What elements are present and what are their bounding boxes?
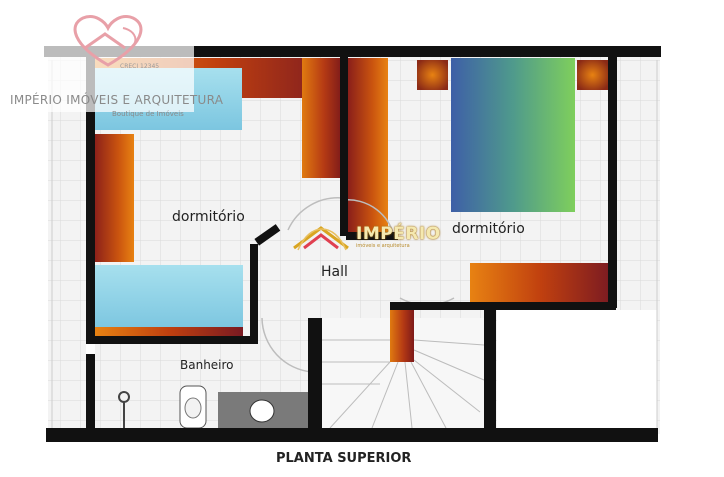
heart-house-logo-icon — [73, 15, 143, 67]
watermark: CRECI 12345 IMPÉRIO IMÓVEIS E ARQUITETUR… — [8, 10, 223, 118]
watermark-title: IMPÉRIO IMÓVEIS E ARQUITETURA — [10, 93, 224, 107]
stair-newel — [390, 310, 414, 362]
center-logo-name: IMPÉRIO — [356, 224, 441, 244]
nightstand-right — [577, 60, 608, 90]
room-label-hall: Hall — [321, 264, 348, 280]
single-bed-bottom — [95, 265, 243, 329]
house-roof-logo-icon — [293, 226, 349, 251]
toilet-bowl — [184, 397, 202, 419]
center-brand-logo: IMPÉRIO imóveis e arquitetura — [290, 218, 440, 258]
wall-stub — [86, 338, 95, 344]
plan-caption: PLANTA SUPERIOR — [276, 451, 411, 466]
exterior-area — [497, 310, 657, 430]
watermark-tagline: Boutique de Imóveis — [112, 110, 184, 118]
wardrobe-bottom-right — [470, 263, 612, 303]
walls — [44, 46, 661, 442]
bathroom-window — [86, 344, 95, 354]
wardrobe-left-side — [302, 58, 342, 178]
watermark-creci: CRECI 12345 — [120, 63, 160, 70]
room-label-bedroom-left: dormitório — [172, 209, 245, 225]
room-label-bathroom: Banheiro — [180, 358, 234, 372]
room-label-bedroom-right: dormitório — [452, 221, 525, 237]
wardrobe-right-bedroom — [348, 58, 388, 238]
wardrobe-left-wall — [94, 134, 134, 262]
nightstand-left — [417, 60, 448, 90]
center-logo-subtitle: imóveis e arquitetura — [356, 243, 410, 249]
double-bed — [451, 58, 575, 212]
stair-steps — [322, 339, 485, 429]
sink-basin — [249, 399, 275, 423]
